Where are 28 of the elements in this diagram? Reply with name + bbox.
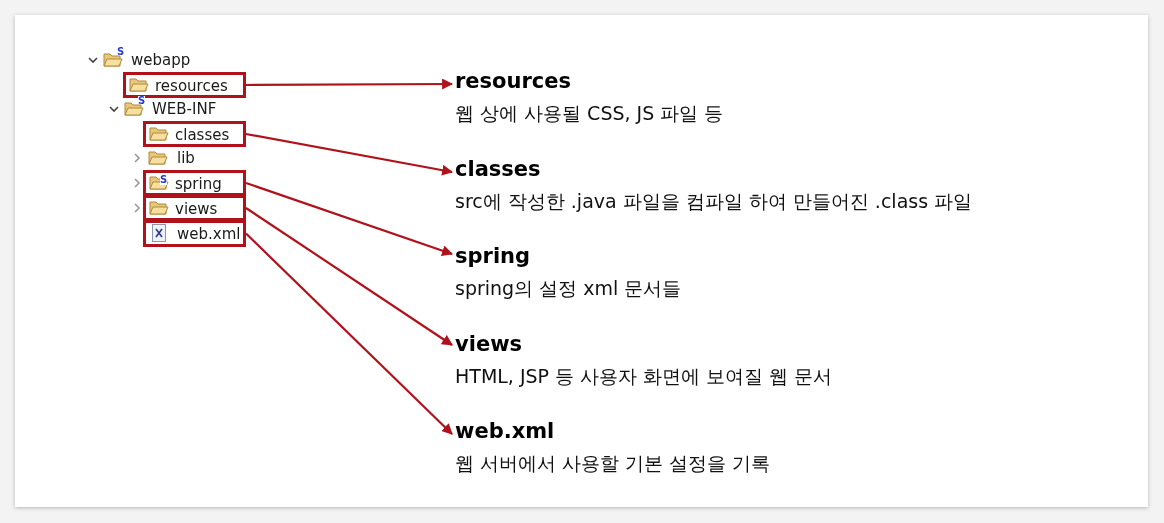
item-description: spring의 설정 xml 문서들 — [455, 276, 683, 301]
arrow — [245, 232, 453, 435]
arrow — [245, 181, 454, 256]
folder-name: views — [175, 200, 218, 218]
item-heading: classes — [455, 156, 542, 182]
highlight-box — [143, 121, 246, 147]
item-heading: spring — [455, 243, 532, 269]
item-description: 웹 서버에서 사용할 기본 설정을 기록 — [455, 451, 772, 476]
folder-name: resources — [155, 77, 228, 95]
folder-name: lib — [177, 149, 195, 167]
folder-name: classes — [175, 126, 230, 144]
arrow — [245, 132, 454, 176]
folder-name: web.xml — [177, 225, 241, 243]
item-heading: resources — [455, 68, 573, 94]
folder-name: spring — [175, 175, 222, 193]
arrow — [246, 78, 454, 90]
highlight-box — [143, 220, 246, 247]
highlight-box — [123, 72, 246, 98]
item-heading: web.xml — [455, 418, 556, 444]
item-description: src에 작성한 .java 파일을 컴파일 하여 만들어진 .class 파일 — [455, 189, 974, 214]
item-description: 웹 상에 사용될 CSS, JS 파일 등 — [455, 101, 725, 126]
item-heading: views — [455, 331, 524, 357]
project-badge: S — [160, 175, 168, 185]
arrow — [245, 207, 453, 346]
item-description: HTML, JSP 등 사용자 화면에 보여질 웹 문서 — [455, 364, 834, 389]
highlight-box — [143, 170, 246, 196]
highlight-box — [143, 195, 246, 221]
folder-name: WEB-INF — [152, 100, 217, 118]
